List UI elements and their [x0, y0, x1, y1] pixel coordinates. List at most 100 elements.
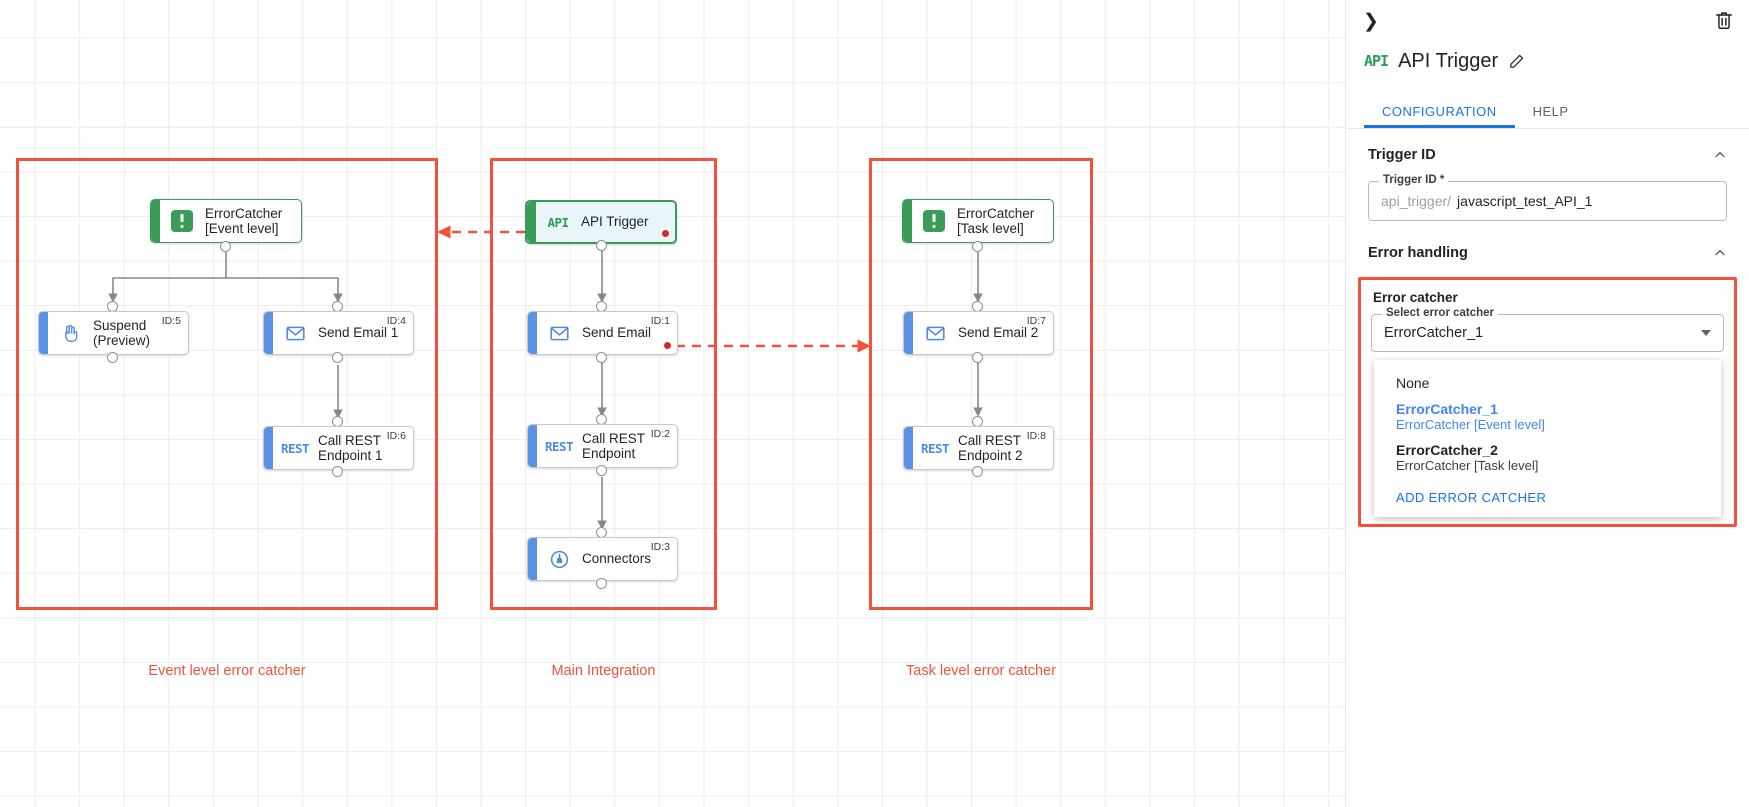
trigger-id-prefix: api_trigger/: [1381, 193, 1452, 209]
rest-icon: REST: [920, 440, 950, 456]
node-call-rest-endpoint-2[interactable]: REST Call REST Endpoint 2 ID:8: [903, 426, 1054, 470]
node-accent-bar: [39, 312, 48, 354]
node-send-email[interactable]: Send Email ID:1: [527, 311, 678, 355]
node-port-out[interactable]: [596, 578, 607, 589]
chevron-up-icon[interactable]: [1713, 246, 1727, 260]
node-accent-bar: [904, 312, 913, 354]
node-accent-bar: [527, 202, 536, 242]
panel-topbar: ❯: [1346, 0, 1749, 40]
collapse-panel-icon[interactable]: ❯: [1363, 10, 1379, 32]
node-error-indicator: [662, 230, 669, 237]
option-sub-label: ErrorCatcher [Task level]: [1396, 458, 1539, 473]
panel-tabs: CONFIGURATION HELP: [1346, 94, 1749, 129]
connectors-icon: [542, 549, 576, 570]
node-label: API Trigger: [581, 214, 649, 230]
node-accent-bar: [264, 312, 273, 354]
workflow-canvas[interactable]: Event level error catcher Main Integrati…: [0, 0, 1345, 807]
hand-icon: [53, 323, 87, 343]
dropdown-option-errorcatcher-2[interactable]: ErrorCatcher_2 ErrorCatcher [Task level]: [1374, 435, 1721, 476]
node-suspend[interactable]: Suspend (Preview) ID:5: [38, 311, 189, 355]
node-label: Send Email: [582, 325, 652, 341]
error-catcher-selected-value: ErrorCatcher_1: [1384, 325, 1484, 341]
node-id-label: ID:8: [1026, 430, 1046, 442]
node-port-out[interactable]: [332, 352, 343, 363]
option-main-label: None: [1396, 375, 1430, 391]
dropdown-option-errorcatcher-1[interactable]: ErrorCatcher_1 ErrorCatcher [Event level…: [1374, 394, 1721, 435]
option-main-label: ErrorCatcher_2: [1396, 442, 1498, 458]
trigger-id-legend: Trigger ID *: [1379, 174, 1449, 186]
node-accent-bar: [528, 538, 537, 580]
node-label: Send Email 2: [958, 325, 1039, 341]
node-port-out[interactable]: [596, 352, 607, 363]
page-title: API Trigger: [1398, 49, 1499, 72]
node-id-label: ID:7: [1026, 315, 1046, 327]
node-api-trigger[interactable]: API API Trigger: [525, 200, 677, 244]
node-port-out[interactable]: [596, 465, 607, 476]
rest-icon: REST: [280, 440, 310, 456]
chevron-down-icon[interactable]: [1701, 330, 1711, 336]
tab-configuration[interactable]: CONFIGURATION: [1364, 94, 1515, 128]
envelope-icon: [918, 323, 952, 344]
panel-title-row: API API Trigger: [1346, 40, 1749, 80]
tab-help[interactable]: HELP: [1515, 94, 1587, 128]
section-title: Error handling: [1368, 245, 1468, 261]
error-catcher-dropdown[interactable]: None ErrorCatcher_1 ErrorCatcher [Event …: [1374, 360, 1721, 517]
node-accent-bar: [264, 427, 273, 469]
node-label: ErrorCatcher [Task level]: [957, 205, 1035, 236]
node-port-out[interactable]: [596, 240, 607, 251]
error-catcher-block: Error catcher Select error catcher Error…: [1358, 277, 1737, 527]
error-catcher-icon: [917, 210, 951, 232]
node-port-out[interactable]: [972, 352, 983, 363]
node-connectors[interactable]: Connectors ID:3: [527, 537, 678, 581]
api-icon: API: [1364, 52, 1389, 70]
node-accent-bar: [903, 200, 912, 242]
node-send-email-1[interactable]: Send Email 1 ID:4: [263, 311, 414, 355]
node-port-out[interactable]: [972, 241, 983, 252]
dropdown-option-none[interactable]: None: [1374, 368, 1721, 394]
group-label-task-level: Task level error catcher: [906, 663, 1056, 679]
node-port-out[interactable]: [220, 241, 231, 252]
section-title: Trigger ID: [1368, 147, 1436, 163]
node-id-label: ID:2: [650, 428, 670, 440]
trigger-id-value: javascript_test_API_1: [1457, 193, 1593, 209]
node-id-label: ID:4: [386, 315, 406, 327]
node-id-label: ID:1: [650, 315, 670, 327]
option-main-label: ErrorCatcher_1: [1396, 401, 1498, 417]
group-frame-main-integration: [490, 158, 717, 610]
add-error-catcher-button[interactable]: ADD ERROR CATCHER: [1396, 490, 1547, 505]
node-accent-bar: [904, 427, 913, 469]
node-port-out[interactable]: [107, 352, 118, 363]
node-label: Call REST Endpoint 2: [958, 432, 1023, 463]
group-label-event-level: Event level error catcher: [148, 663, 306, 679]
node-accent-bar: [528, 425, 537, 467]
section-trigger-id-header[interactable]: Trigger ID: [1346, 129, 1749, 175]
node-call-rest-endpoint-1[interactable]: REST Call REST Endpoint 1 ID:6: [263, 426, 414, 470]
node-label: Connectors: [582, 551, 652, 567]
node-id-label: ID:6: [386, 430, 406, 442]
node-send-email-2[interactable]: Send Email 2 ID:7: [903, 311, 1054, 355]
option-sub-label: ErrorCatcher [Event level]: [1396, 417, 1545, 432]
group-label-main-integration: Main Integration: [551, 663, 656, 679]
node-port-out[interactable]: [332, 466, 343, 477]
properties-panel: ❯ API API Trigger CONFIGURATION HEL: [1345, 0, 1749, 807]
node-error-catcher-task-level[interactable]: ErrorCatcher [Task level]: [902, 199, 1054, 243]
error-catcher-label: Error catcher: [1373, 290, 1458, 305]
node-call-rest-endpoint[interactable]: REST Call REST Endpoint ID:2: [527, 424, 678, 468]
chevron-up-icon[interactable]: [1713, 148, 1727, 162]
node-error-indicator: [664, 342, 671, 349]
node-label: Call REST Endpoint 1: [318, 432, 383, 463]
delete-icon[interactable]: [1713, 9, 1735, 31]
node-accent-bar: [528, 312, 537, 354]
node-error-catcher-event-level[interactable]: ErrorCatcher [Event level]: [150, 199, 302, 243]
section-error-handling-header[interactable]: Error handling: [1346, 221, 1749, 273]
node-id-label: ID:5: [161, 315, 181, 327]
envelope-icon: [278, 323, 312, 344]
error-catcher-icon: [165, 210, 199, 232]
group-frame-task-level: [869, 158, 1093, 610]
node-port-out[interactable]: [972, 466, 983, 477]
node-label: Suspend (Preview): [93, 317, 151, 348]
node-id-label: ID:3: [650, 541, 670, 553]
error-catcher-select[interactable]: Select error catcher ErrorCatcher_1: [1371, 307, 1724, 352]
trigger-id-input[interactable]: Trigger ID * api_trigger/ javascript_tes…: [1368, 174, 1727, 221]
edit-pencil-icon[interactable]: [1508, 53, 1525, 70]
